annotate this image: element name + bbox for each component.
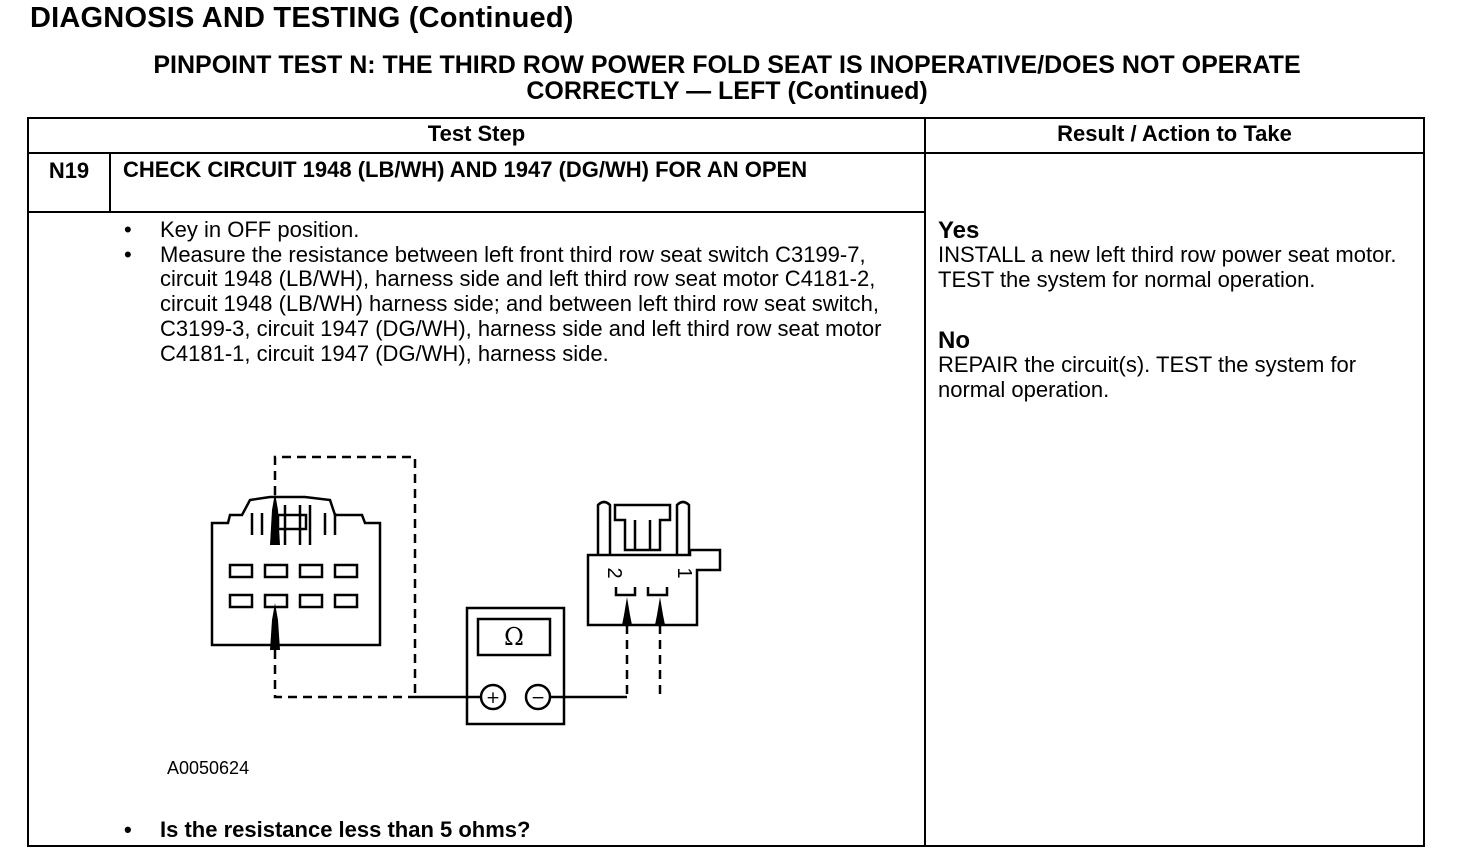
pin-label-2: 2 xyxy=(603,567,625,578)
result-yes: Yes INSTALL a new left third row power s… xyxy=(938,218,1418,292)
step-question: Is the resistance less than 5 ohms? xyxy=(120,817,910,843)
motor-probe-dashed xyxy=(625,625,662,697)
result-yes-label: Yes xyxy=(938,217,980,244)
table-divider-header xyxy=(27,152,1425,154)
meter-ohm-symbol: Ω xyxy=(504,623,524,651)
switch-connector-c3199 xyxy=(210,495,382,647)
pin-label-1: 1 xyxy=(673,567,695,578)
column-header-test-step: Test Step xyxy=(427,121,526,146)
pinpoint-test-title-line-1: PINPOINT TEST N: THE THIRD ROW POWER FOL… xyxy=(153,51,1301,79)
figure-id: A0050624 xyxy=(167,758,250,778)
probe-lead-minus-dashed xyxy=(273,650,415,699)
motor-connector-c4181 xyxy=(586,500,722,627)
table-divider-step-title xyxy=(27,211,925,213)
step-id: N19 xyxy=(48,158,90,183)
table-divider-step-id xyxy=(109,152,111,212)
resistance-measurement-diagram: Ω + − 2 1 xyxy=(210,455,722,726)
meter-plus-terminal: + xyxy=(486,688,500,708)
column-header-result: Result / Action to Take xyxy=(1057,121,1292,146)
result-no-label: No xyxy=(938,327,970,354)
table-divider-columns xyxy=(924,117,926,847)
probe-lead-plus-dashed xyxy=(273,455,417,697)
test-table xyxy=(27,117,1425,847)
meter-minus-terminal: − xyxy=(531,688,545,708)
result-no: No REPAIR the circuit(s). TEST the syste… xyxy=(938,328,1418,402)
step-instructions: Key in OFF position. Measure the resista… xyxy=(120,217,910,367)
result-yes-action: INSTALL a new left third row power seat … xyxy=(938,242,1397,292)
result-no-action: REPAIR the circuit(s). TEST the system f… xyxy=(938,352,1357,402)
pinpoint-test-title: PINPOINT TEST N: THE THIRD ROW POWER FOL… xyxy=(28,52,1426,104)
step-bullet-2: Measure the resistance between left fron… xyxy=(120,242,910,367)
section-title: DIAGNOSIS AND TESTING (Continued) xyxy=(30,2,574,34)
pinpoint-test-title-line-2: CORRECTLY — LEFT (Continued) xyxy=(526,77,928,105)
probe-tips xyxy=(270,493,665,650)
step-title: CHECK CIRCUIT 1948 (LB/WH) AND 1947 (DG/… xyxy=(123,157,808,182)
step-bullet-1: Key in OFF position. xyxy=(120,217,910,243)
